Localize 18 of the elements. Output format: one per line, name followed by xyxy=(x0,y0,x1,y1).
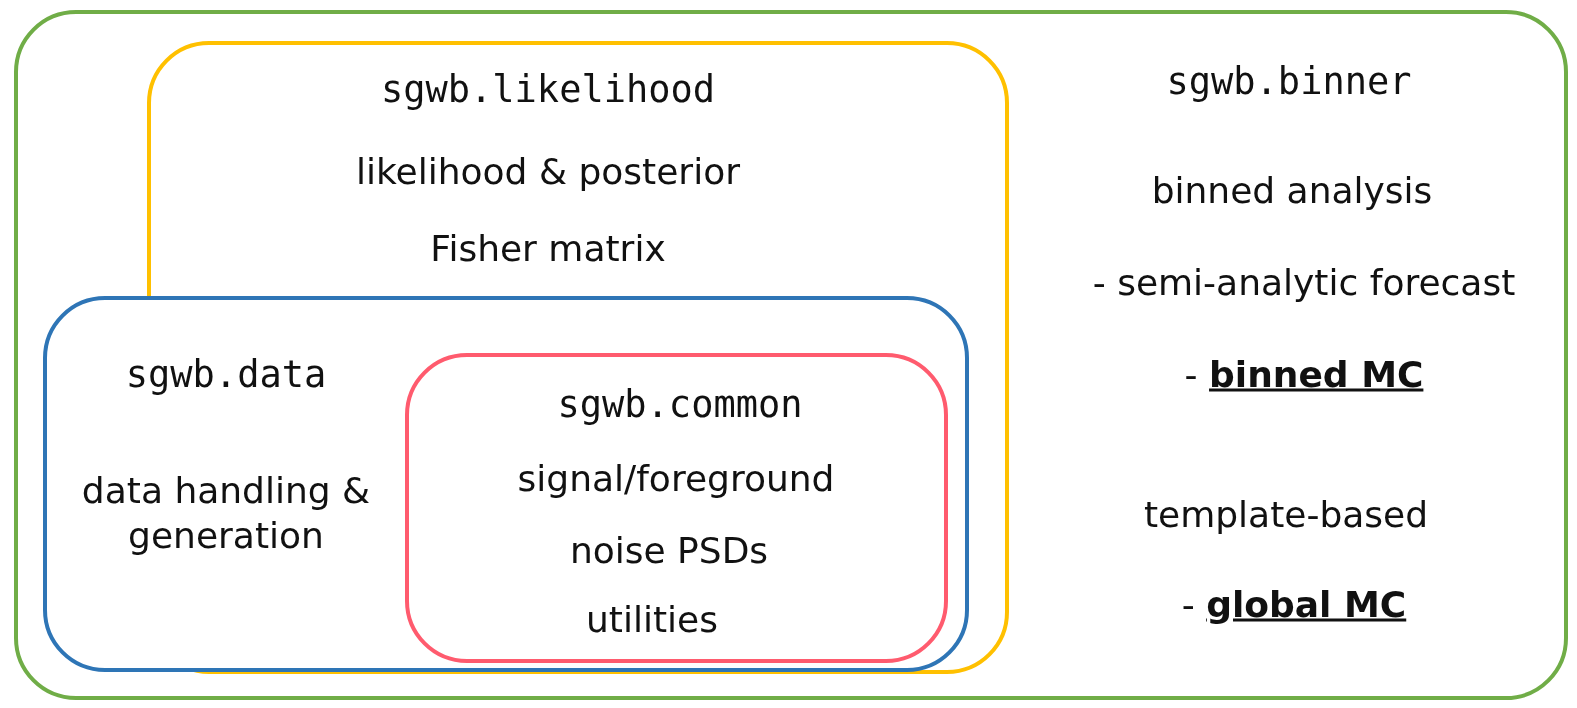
module-box xyxy=(405,353,948,663)
module-box xyxy=(43,296,969,672)
module-box xyxy=(14,10,1568,700)
feature-text: utilities xyxy=(586,597,718,642)
feature-text: signal/foreground xyxy=(517,456,835,501)
feature-text: - semi-analytic forecast xyxy=(1092,260,1516,305)
feature-text: template-based xyxy=(1143,492,1429,537)
module-name: sgwb.data xyxy=(125,351,327,398)
feature-text: - binned MC xyxy=(1184,352,1424,397)
feature-text: - global MC xyxy=(1181,582,1407,627)
feature-text: Fisher matrix xyxy=(430,226,666,271)
feature-text: noise PSDs xyxy=(569,528,769,573)
feature-text: data handling & generation xyxy=(80,469,372,558)
module-name: sgwb.binner xyxy=(1166,58,1412,105)
module-name: sgwb.common xyxy=(557,381,803,428)
feature-text: binned analysis xyxy=(1151,168,1433,213)
module-name: sgwb.likelihood xyxy=(380,66,716,113)
feature-text: likelihood & posterior xyxy=(356,149,740,194)
